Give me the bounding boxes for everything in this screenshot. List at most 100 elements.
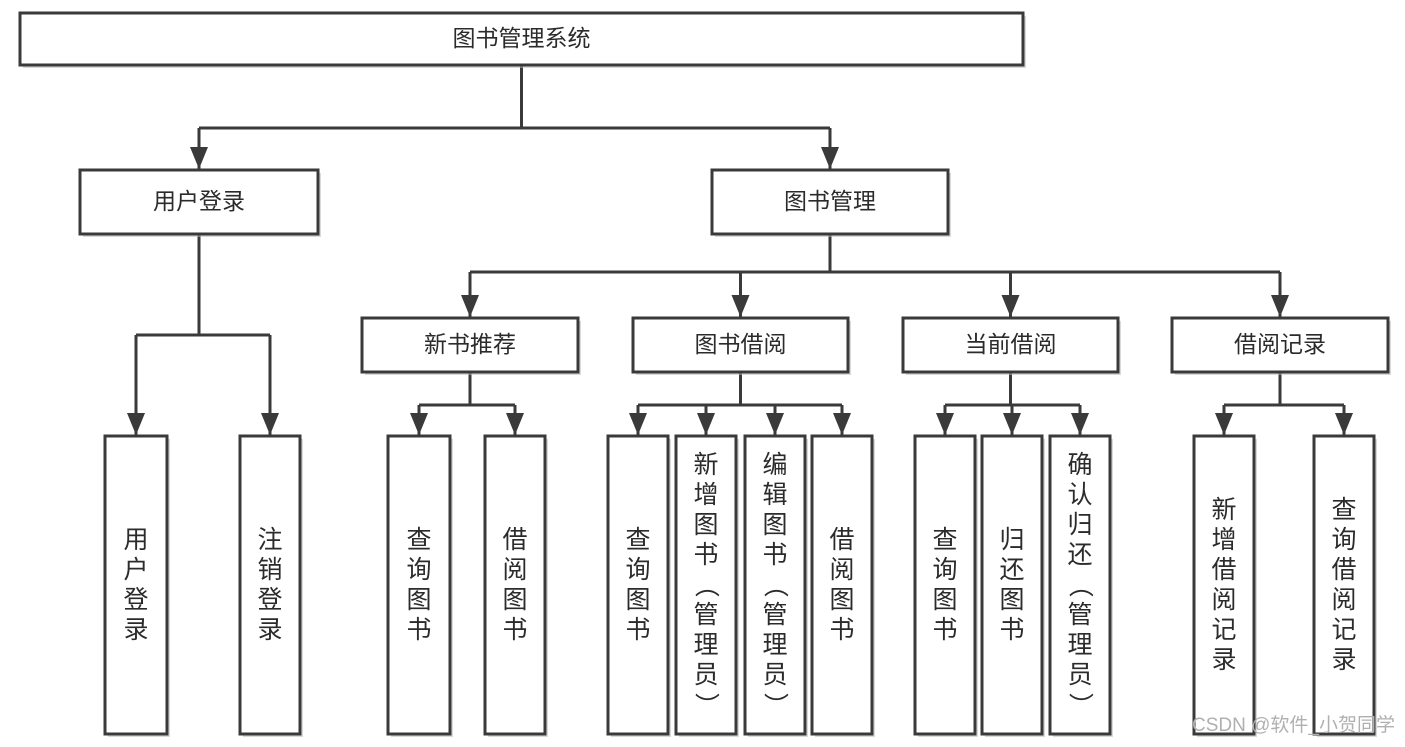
node-label-char: 辑	[762, 481, 787, 509]
node-label-char: 确	[1067, 451, 1092, 479]
arrow-head-icon	[127, 413, 145, 435]
node-label-char: 书	[829, 616, 854, 644]
node-label-char: 借	[1211, 556, 1236, 584]
node-current-borrow[interactable]: 当前借阅	[901, 316, 1121, 375]
node-label: 图书管理	[784, 188, 876, 214]
arrow-head-icon	[731, 295, 750, 317]
node-label-char: 增	[1211, 526, 1236, 554]
node-label-char: 询	[406, 556, 431, 584]
node-label: 借阅记录	[1234, 331, 1326, 357]
node-label-char: ）	[1066, 692, 1094, 717]
node-label-char: 图	[999, 586, 1024, 614]
arrow-head-icon	[506, 413, 524, 435]
arrow-head-icon	[1215, 413, 1233, 435]
node-label-char: （	[692, 572, 720, 597]
node-label-char: 登	[123, 586, 148, 614]
node-label-char: 还	[1067, 541, 1092, 569]
node-label-char: 登	[257, 586, 282, 614]
node-label-char: 认	[1067, 481, 1092, 509]
node-label-char: 阅	[1331, 586, 1356, 614]
node-undefined[interactable]: 图书管理系统	[18, 11, 1026, 68]
node-label-char: （	[1066, 572, 1094, 597]
arrow-head-icon	[1271, 295, 1289, 317]
node-label-char: 管	[1067, 601, 1092, 629]
csdn-watermark: CSDN @软件_小贺同学	[1192, 714, 1395, 736]
node-label-char: 图	[693, 511, 718, 539]
node-label-char: 理	[762, 631, 787, 659]
node-label-char: 员	[693, 661, 718, 689]
connector-layer	[127, 65, 1353, 435]
node-label-char: 归	[999, 526, 1024, 554]
node-label-char: 员	[762, 661, 787, 689]
node-label-char: 图	[502, 586, 527, 614]
node-label-char: 询	[625, 556, 650, 584]
node-label-char: 查	[625, 526, 650, 554]
node-label-char: 用	[123, 526, 148, 554]
arrow-head-icon	[1071, 413, 1089, 435]
arrow-head-icon	[821, 147, 839, 169]
node-label-char: 查	[932, 526, 957, 554]
node-label-char: 阅	[829, 556, 854, 584]
node-label: 新书推荐	[424, 331, 516, 357]
node-label-char: 询	[1331, 526, 1356, 554]
node-label-char: 注	[257, 526, 282, 554]
arrow-head-icon	[1003, 413, 1021, 435]
node-book-borrow[interactable]: 图书借阅	[631, 316, 851, 375]
node-layer: 图书管理系统用户登录图书管理新书推荐图书借阅当前借阅借阅记录用户登录注销登录查询…	[18, 11, 1391, 737]
node-label-char: 归	[1067, 511, 1092, 539]
node-label-char: 新	[1211, 496, 1236, 524]
node-label-char: 录	[1331, 646, 1356, 674]
node-label-char: 图	[829, 586, 854, 614]
node-label-char: 查	[1331, 496, 1356, 524]
node-label-char: 书	[625, 616, 650, 644]
arrow-head-icon	[410, 413, 428, 435]
node-label-char: 书	[693, 541, 718, 569]
arrow-head-icon	[833, 413, 851, 435]
node-label: 当前借阅	[965, 331, 1057, 357]
node-label-char: 阅	[1211, 586, 1236, 614]
node-label-char: 户	[123, 556, 148, 584]
node-user-login[interactable]: 用户登录	[78, 168, 321, 237]
arrow-head-icon	[461, 295, 479, 317]
node-label-char: 管	[762, 601, 787, 629]
node-book-management[interactable]: 图书管理	[710, 168, 951, 237]
node-label: 图书借阅	[695, 331, 787, 357]
node-label-char: 销	[257, 556, 282, 584]
node-label-char: ）	[761, 692, 789, 717]
node-label-char: 询	[932, 556, 957, 584]
arrow-head-icon	[1001, 295, 1020, 317]
node-label-char: 图	[406, 586, 431, 614]
arrow-head-icon	[697, 413, 715, 435]
node-label-char: 查	[406, 526, 431, 554]
node-label-char: 书	[999, 616, 1024, 644]
node-label-char: 书	[406, 616, 431, 644]
node-label-char: 书	[762, 541, 787, 569]
node-leaf-user-login[interactable]: 用户登录	[103, 434, 170, 737]
node-label-char: 录	[1211, 646, 1236, 674]
arrow-head-icon	[766, 413, 784, 435]
node-label-char: 理	[1067, 631, 1092, 659]
node-label-char: 图	[932, 586, 957, 614]
node-label-char: 阅	[502, 556, 527, 584]
node-borrow-record[interactable]: 借阅记录	[1170, 316, 1391, 375]
node-label-char: 书	[932, 616, 957, 644]
arrow-head-icon	[1335, 413, 1353, 435]
node-label-char: 借	[502, 526, 527, 554]
node-label-char: 记	[1331, 616, 1356, 644]
arrow-head-icon	[629, 413, 647, 435]
node-new-book-recommend[interactable]: 新书推荐	[360, 316, 581, 375]
